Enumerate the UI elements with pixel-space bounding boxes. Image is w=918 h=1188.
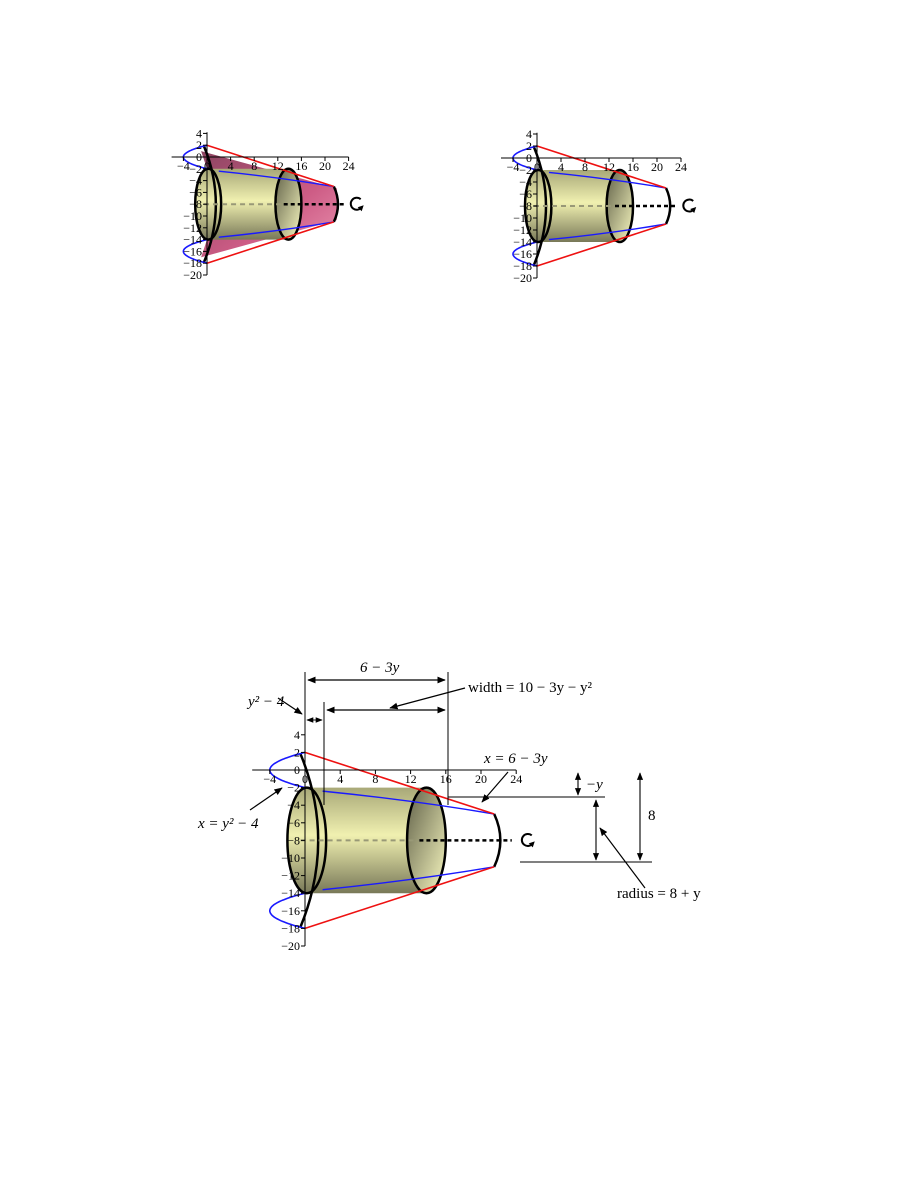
x-tick-label: 0 xyxy=(204,159,210,173)
x-tick-label: 20 xyxy=(475,772,487,786)
label-y2-minus-4: y² − 4 xyxy=(246,694,285,710)
rotation-arrow-icon xyxy=(349,196,363,211)
line-top xyxy=(206,144,335,188)
y-tick-label: 4 xyxy=(196,126,202,140)
x-tick-label: 8 xyxy=(251,159,257,173)
y-tick-label: 0 xyxy=(196,150,202,164)
y-tick-label: −6 xyxy=(287,816,300,830)
y-tick-label: −10 xyxy=(513,211,532,225)
y-tick-label: −14 xyxy=(281,886,300,900)
line-bottom xyxy=(536,223,667,267)
y-tick-label: −16 xyxy=(183,244,202,258)
y-tick-label: −6 xyxy=(189,185,202,199)
y-tick-label: −10 xyxy=(183,209,202,223)
y-tick-label: −16 xyxy=(281,904,300,918)
y-tick-label: −2 xyxy=(287,781,300,795)
x-tick-label: 8 xyxy=(372,772,378,786)
label-neg-y: −y xyxy=(586,777,603,793)
y-tick-label: −8 xyxy=(287,833,300,847)
y-tick-label: −4 xyxy=(287,798,300,812)
inner-trace-bottom xyxy=(322,866,495,891)
dimension-annotations xyxy=(249,672,652,889)
y-tick-label: −8 xyxy=(189,197,202,211)
y-tick-label: 0 xyxy=(294,763,300,777)
y-tick-label: −18 xyxy=(513,259,532,273)
label-eight: 8 xyxy=(648,808,656,824)
rotation-arrow-icon xyxy=(520,832,534,847)
x-tick-label: 12 xyxy=(603,160,615,174)
inner-trace-bottom xyxy=(548,223,667,241)
label-radius: radius = 8 + y xyxy=(617,886,701,902)
y-tick-label: −20 xyxy=(281,939,300,953)
parabola-bottom xyxy=(269,892,306,930)
label-6-minus-3y: 6 − 3y xyxy=(360,660,400,676)
label-width: width = 10 − 3y − y² xyxy=(468,680,593,696)
x-tick-label: 0 xyxy=(534,160,540,174)
rotation-arrowhead-icon xyxy=(528,841,535,848)
y-tick-label: 4 xyxy=(294,728,300,742)
y-tick-label: 2 xyxy=(196,138,202,152)
y-tick-label: −8 xyxy=(519,199,532,213)
line-bottom xyxy=(304,866,495,930)
x-tick-label: −4 xyxy=(263,772,276,786)
line-top xyxy=(536,145,667,189)
y-tick-label: −18 xyxy=(281,921,300,935)
rotation-arrow-icon xyxy=(682,198,696,213)
y-tick-label: −14 xyxy=(183,233,202,247)
right-disk-arc xyxy=(332,185,340,223)
x-tick-label: 8 xyxy=(582,160,588,174)
y-tick-label: 2 xyxy=(294,745,300,759)
y-tick-label: −2 xyxy=(189,162,202,176)
right-disk-arc xyxy=(664,187,672,225)
x-tick-label: 20 xyxy=(319,159,331,173)
line-bottom xyxy=(206,221,335,264)
y-tick-label: −4 xyxy=(519,175,532,189)
y-tick-label: −16 xyxy=(513,247,532,261)
parabola-bottom xyxy=(512,241,538,267)
y-tick-label: −20 xyxy=(513,271,532,285)
inner-trace-top xyxy=(322,790,495,815)
y-tick-label: −12 xyxy=(183,221,202,235)
rotation-arrowhead-icon xyxy=(357,205,364,212)
x-tick-label: 4 xyxy=(337,772,343,786)
y-tick-label: −20 xyxy=(183,268,202,282)
x-tick-label: 12 xyxy=(405,772,417,786)
y-tick-label: −6 xyxy=(519,187,532,201)
x-tick-label: 16 xyxy=(627,160,639,174)
x-tick-label: 4 xyxy=(558,160,564,174)
parabola-bottom xyxy=(182,238,208,264)
label-x-eq-6-minus-3y: x = 6 − 3y xyxy=(483,751,548,767)
y-tick-label: −10 xyxy=(281,851,300,865)
x-tick-label: 24 xyxy=(510,772,522,786)
y-tick-label: 4 xyxy=(526,127,532,141)
y-tick-label: 0 xyxy=(526,151,532,165)
y-tick-label: −18 xyxy=(183,256,202,270)
inner-trace-bottom xyxy=(218,221,334,238)
y-tick-label: −12 xyxy=(513,223,532,237)
y-tick-label: −2 xyxy=(519,163,532,177)
x-tick-label: 12 xyxy=(272,159,284,173)
y-tick-label: −4 xyxy=(189,174,202,188)
x-tick-label: 20 xyxy=(651,160,663,174)
outer-arc xyxy=(299,753,320,928)
figure-3-annotated-shell: −404812162024420−2−4−6−8−10−12−14−16−18−… xyxy=(197,660,701,953)
rotation-arrowhead-icon xyxy=(690,207,697,213)
y-tick-label: 2 xyxy=(526,139,532,153)
inner-trace-top xyxy=(218,170,334,188)
line-top xyxy=(304,751,495,815)
cylinder-body xyxy=(208,168,289,240)
x-tick-label: 16 xyxy=(440,772,452,786)
x-tick-label: 16 xyxy=(295,159,307,173)
x-tick-label: −4 xyxy=(177,159,190,173)
y-tick-label: −12 xyxy=(281,869,300,883)
x-tick-label: 24 xyxy=(343,159,355,173)
y-tick-label: −14 xyxy=(513,235,532,249)
x-tick-label: −4 xyxy=(507,160,520,174)
x-tick-label: 24 xyxy=(675,160,687,174)
x-tick-label: 4 xyxy=(228,159,234,173)
label-x-eq-y2-minus-4: x = y² − 4 xyxy=(197,816,259,832)
inner-trace-top xyxy=(548,171,667,189)
